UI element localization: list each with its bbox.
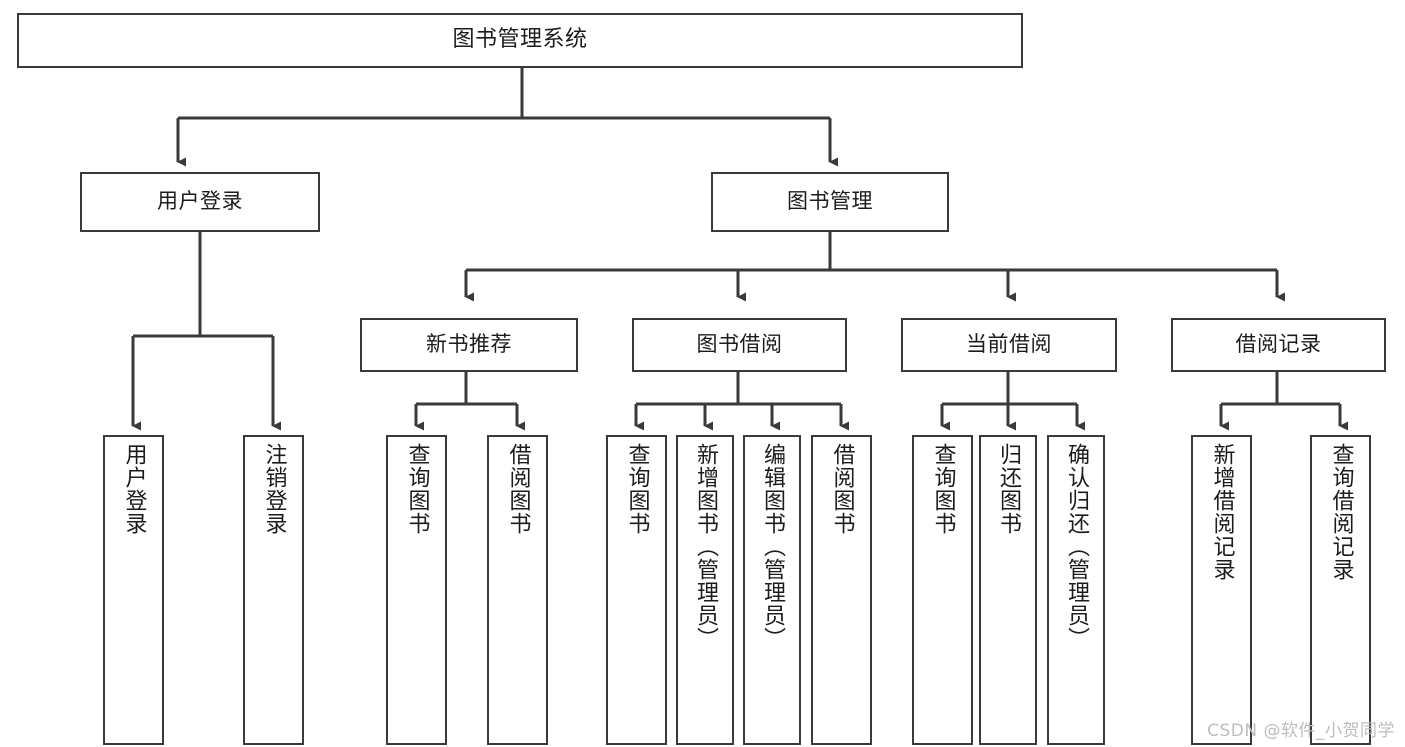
node-leaf-return-book-label: 归还图书 (995, 443, 1021, 535)
node-leaf-user-logout-label: 注销登录 (261, 443, 287, 535)
node-leaf-query-book-1-label: 查询图书 (404, 443, 430, 535)
node-root-system-label: 图书管理系统 (452, 27, 588, 53)
node-leaf-user-login-label: 用户登录 (121, 443, 147, 535)
node-leaf-confirm-return-label: 确认归还（管理员） (1063, 443, 1089, 650)
node-leaf-query-record[interactable]: 查询借阅记录 (1310, 435, 1371, 745)
node-leaf-user-login[interactable]: 用户登录 (103, 435, 164, 745)
node-leaf-add-record[interactable]: 新增借阅记录 (1191, 435, 1252, 745)
node-user-login[interactable]: 用户登录 (80, 172, 320, 232)
node-leaf-edit-book[interactable]: 编辑图书（管理员） (743, 435, 801, 745)
node-book-management-label: 图书管理 (787, 189, 873, 214)
node-new-book-recommend-label: 新书推荐 (426, 332, 512, 357)
node-leaf-add-record-label: 新增借阅记录 (1209, 443, 1235, 581)
node-current-borrow-label: 当前借阅 (966, 332, 1052, 357)
node-leaf-add-book-label: 新增图书（管理员） (692, 443, 718, 650)
node-root-system[interactable]: 图书管理系统 (17, 13, 1023, 68)
node-leaf-return-book[interactable]: 归还图书 (979, 435, 1037, 745)
node-leaf-add-book[interactable]: 新增图书（管理员） (676, 435, 734, 745)
node-book-management[interactable]: 图书管理 (711, 172, 949, 232)
node-new-book-recommend[interactable]: 新书推荐 (360, 318, 578, 372)
node-leaf-query-book-1[interactable]: 查询图书 (386, 435, 447, 745)
node-leaf-borrow-book-1-label: 借阅图书 (505, 443, 531, 535)
node-user-login-label: 用户登录 (157, 189, 243, 214)
node-borrow-record-label: 借阅记录 (1235, 332, 1322, 357)
node-book-borrow-label: 图书借阅 (696, 332, 783, 357)
node-leaf-borrow-book-2-label: 借阅图书 (829, 443, 855, 535)
node-book-borrow[interactable]: 图书借阅 (632, 318, 847, 372)
node-leaf-query-book-3-label: 查询图书 (930, 443, 956, 535)
node-borrow-record[interactable]: 借阅记录 (1171, 318, 1386, 372)
node-leaf-edit-book-label: 编辑图书（管理员） (759, 443, 785, 650)
node-leaf-borrow-book-1[interactable]: 借阅图书 (487, 435, 548, 745)
csdn-watermark: CSDN @软件_小贺同学 (1207, 721, 1395, 741)
node-leaf-borrow-book-2[interactable]: 借阅图书 (811, 435, 872, 745)
node-leaf-query-book-3[interactable]: 查询图书 (912, 435, 973, 745)
node-leaf-user-logout[interactable]: 注销登录 (243, 435, 304, 745)
node-leaf-confirm-return[interactable]: 确认归还（管理员） (1047, 435, 1105, 745)
node-leaf-query-book-2-label: 查询图书 (624, 443, 650, 535)
node-leaf-query-record-label: 查询借阅记录 (1328, 443, 1354, 581)
node-leaf-query-book-2[interactable]: 查询图书 (606, 435, 667, 745)
node-current-borrow[interactable]: 当前借阅 (901, 318, 1117, 372)
